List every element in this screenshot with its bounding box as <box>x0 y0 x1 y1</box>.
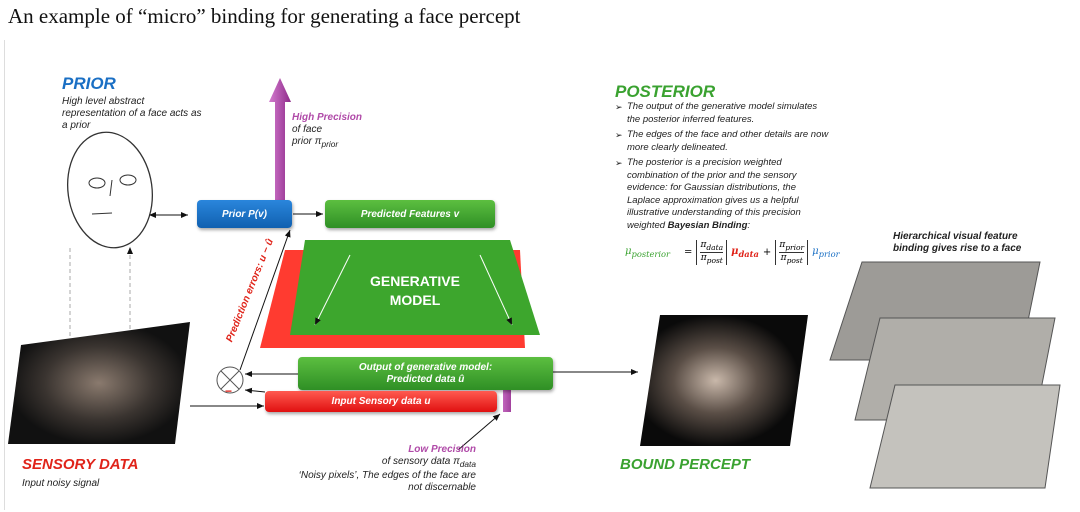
posterior-bullet: The output of the generative model simul… <box>615 101 830 126</box>
page-title: An example of “micro” binding for genera… <box>8 4 521 28</box>
f-plus: + <box>762 246 772 258</box>
output-box: Output of generative model: Predicted da… <box>298 357 553 390</box>
bound-percept-heading: BOUND PERCEPT <box>620 456 751 473</box>
bayesian-binding-bold: Bayesian Binding <box>667 219 748 231</box>
low-precision-label: Low Precision <box>408 444 476 455</box>
f-eq: = <box>684 246 693 258</box>
sensory-description: Input noisy signal <box>22 478 100 489</box>
f-lhs-sub: posterior <box>631 248 671 259</box>
sensory-heading: SENSORY DATA <box>22 456 139 473</box>
posterior-heading: POSTERIOR <box>615 82 716 101</box>
generative-model-trapezoid <box>290 240 540 335</box>
low-precision-line3: not discernable <box>408 482 476 493</box>
high-precision-sub: prior <box>321 139 339 149</box>
posterior-bullet-text: The posterior is a precision weighted co… <box>627 157 801 231</box>
f-lhs: μ <box>625 245 632 257</box>
prior-box: Prior P(v) <box>197 200 292 228</box>
high-precision-text: High Precision of face prior πprior <box>292 112 362 150</box>
f-m1s: data <box>738 248 759 259</box>
f-d1s: post <box>706 255 723 265</box>
sensory-noisy-image <box>8 322 190 444</box>
high-precision-line2: prior π <box>292 136 322 147</box>
left-border <box>4 40 5 510</box>
generative-model-line2: MODEL <box>389 292 441 308</box>
f-d2: π <box>780 252 787 263</box>
f-d2s: post <box>786 255 803 265</box>
f-d1: π <box>700 252 707 263</box>
output-line1: Output of generative model: <box>358 361 493 373</box>
hierarchy-caption: Hierarchical visual feature binding give… <box>893 231 1021 255</box>
f-m1: μ <box>731 245 739 257</box>
f-n2: π <box>779 240 786 250</box>
bound-percept-image <box>640 315 808 446</box>
low-precision-text: Low Precision of sensory data πdata ‘Noi… <box>280 444 476 494</box>
f-n1s: data <box>706 242 724 252</box>
posterior-bullet: The edges of the face and other details … <box>615 129 830 154</box>
low-precision-sub: data <box>459 459 476 469</box>
high-precision-label: High Precision <box>292 112 363 123</box>
input-sensory-box: Input Sensory data u <box>265 391 497 412</box>
posterior-bullet: The posterior is a precision weighted co… <box>615 157 830 232</box>
hierarchical-feature-layers <box>829 261 1061 489</box>
output-line2: Predicted data û <box>386 373 465 385</box>
prior-heading: PRIOR <box>62 74 116 93</box>
f-n2s: prior <box>785 242 805 252</box>
prior-description: High level abstract representation of a … <box>62 96 202 131</box>
high-precision-line1: of face <box>292 124 323 135</box>
hierarchy-line2: binding gives rise to a face <box>893 243 1022 254</box>
low-precision-line1: of sensory data π <box>381 456 460 467</box>
f-n1: π <box>700 240 707 250</box>
hierarchy-line1: Hierarchical visual feature <box>893 231 1018 242</box>
generative-model-label: GENERATIVE MODEL <box>340 272 490 310</box>
minus-sign: − <box>225 384 233 398</box>
generative-model-line1: GENERATIVE <box>370 273 460 289</box>
low-precision-line2: ‘Noisy pixels’, The edges of the face ar… <box>298 470 476 481</box>
posterior-bullets: The output of the generative model simul… <box>615 101 830 235</box>
f-m2: μ <box>812 245 819 257</box>
f-m2s: prior <box>818 248 840 259</box>
predicted-features-box: Predicted Features v <box>325 200 495 228</box>
face-sketch-icon <box>66 131 154 249</box>
high-precision-arrow <box>269 78 291 200</box>
